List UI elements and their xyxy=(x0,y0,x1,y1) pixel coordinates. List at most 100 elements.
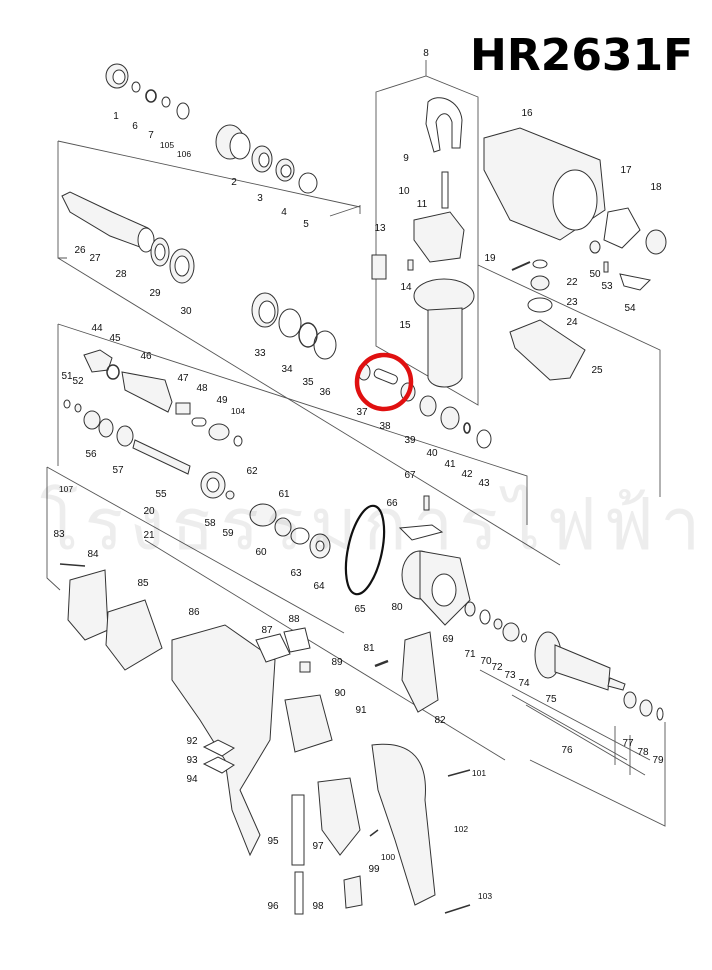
part-label: 84 xyxy=(87,549,99,560)
part-label: 63 xyxy=(290,568,302,579)
part-label: 47 xyxy=(177,373,189,384)
group-frame-front-assembly xyxy=(57,140,361,259)
part-label: 10 xyxy=(398,186,410,197)
part-label: 80 xyxy=(391,602,403,613)
part-label: 61 xyxy=(278,489,290,500)
part-label: 2 xyxy=(231,177,237,188)
part-label: 37 xyxy=(356,407,368,418)
part-label: 43 xyxy=(478,478,490,489)
part-label: 22 xyxy=(566,277,578,288)
part-label: 73 xyxy=(504,670,516,681)
part-label: 56 xyxy=(85,449,97,460)
part-label: 8 xyxy=(423,48,429,59)
part-label: 85 xyxy=(137,578,149,589)
part-label: 82 xyxy=(434,715,446,726)
part-label: 57 xyxy=(112,465,124,476)
part-label: 105 xyxy=(159,139,175,150)
part-label: 94 xyxy=(186,774,198,785)
part-label: 54 xyxy=(624,303,636,314)
part-label: 67 xyxy=(404,470,416,481)
part-label: 55 xyxy=(155,489,167,500)
part-label: 39 xyxy=(404,435,416,446)
part-label: 101 xyxy=(471,767,487,778)
part-label: 87 xyxy=(261,625,273,636)
part-label: 16 xyxy=(521,108,533,119)
model-title: HR2631F xyxy=(470,30,694,81)
part-label: 72 xyxy=(491,662,503,673)
part-label: 95 xyxy=(267,836,279,847)
part-label: 38 xyxy=(379,421,391,432)
part-label: 4 xyxy=(281,207,287,218)
part-label: 74 xyxy=(518,678,530,689)
part-label: 76 xyxy=(561,745,573,756)
part-label: 11 xyxy=(416,199,428,210)
group-frame-gear-housing xyxy=(477,264,661,497)
part-label: 25 xyxy=(591,365,603,376)
part-label: 6 xyxy=(132,121,138,132)
part-label: 93 xyxy=(186,755,198,766)
part-label: 45 xyxy=(109,333,121,344)
part-label: 9 xyxy=(403,153,409,164)
part-label: 71 xyxy=(464,649,476,660)
part-label: 75 xyxy=(545,694,557,705)
part-label: 58 xyxy=(204,518,216,529)
part-label: 7 xyxy=(148,130,154,141)
part-label: 26 xyxy=(74,245,86,256)
part-label: 30 xyxy=(180,306,192,317)
part-label: 97 xyxy=(312,841,324,852)
part-label: 88 xyxy=(288,614,300,625)
part-label: 24 xyxy=(566,317,578,328)
part-label: 69 xyxy=(442,634,454,645)
part-label: 52 xyxy=(72,376,84,387)
part-label: 65 xyxy=(354,604,366,615)
part-label: 23 xyxy=(566,297,578,308)
part-label: 92 xyxy=(186,736,198,747)
part-label: 102 xyxy=(453,823,469,834)
part-label: 99 xyxy=(368,864,380,875)
part-label: 64 xyxy=(313,581,325,592)
part-label: 50 xyxy=(589,269,601,280)
highlight-circle xyxy=(354,352,414,412)
part-label: 91 xyxy=(355,705,367,716)
part-label: 86 xyxy=(188,607,200,618)
part-label: 44 xyxy=(91,323,103,334)
part-label: 70 xyxy=(480,656,492,667)
part-label: 98 xyxy=(312,901,324,912)
part-label: 5 xyxy=(303,219,309,230)
group-frame-middle xyxy=(57,323,528,525)
part-label: 1 xyxy=(113,111,119,122)
part-label: 35 xyxy=(302,377,314,388)
part-label: 89 xyxy=(331,657,343,668)
group-frame-side-grip xyxy=(375,75,479,406)
part-label: 48 xyxy=(196,383,208,394)
part-label: 27 xyxy=(89,253,101,264)
part-label: 104 xyxy=(230,405,246,416)
part-label: 53 xyxy=(601,281,613,292)
part-label: 107 xyxy=(58,483,74,494)
part-label: 33 xyxy=(254,348,266,359)
part-label: 79 xyxy=(652,755,664,766)
part-label: 59 xyxy=(222,528,234,539)
part-label: 13 xyxy=(374,223,386,234)
part-label: 100 xyxy=(380,851,396,862)
part-label: 49 xyxy=(216,395,228,406)
part-label: 81 xyxy=(363,643,375,654)
part-label: 21 xyxy=(143,530,155,541)
part-label: 96 xyxy=(267,901,279,912)
part-label: 103 xyxy=(477,890,493,901)
part-label: 3 xyxy=(257,193,263,204)
part-label: 77 xyxy=(622,738,634,749)
part-label: 20 xyxy=(143,506,155,517)
part-label: 90 xyxy=(334,688,346,699)
part-label: 41 xyxy=(444,459,456,470)
part-label: 15 xyxy=(399,320,411,331)
part-label: 83 xyxy=(53,529,65,540)
part-label: 34 xyxy=(281,364,293,375)
group-frame-motor xyxy=(46,467,61,591)
part-label: 29 xyxy=(149,288,161,299)
part-label: 18 xyxy=(650,182,662,193)
part-label: 19 xyxy=(484,253,496,264)
part-label: 106 xyxy=(176,148,192,159)
